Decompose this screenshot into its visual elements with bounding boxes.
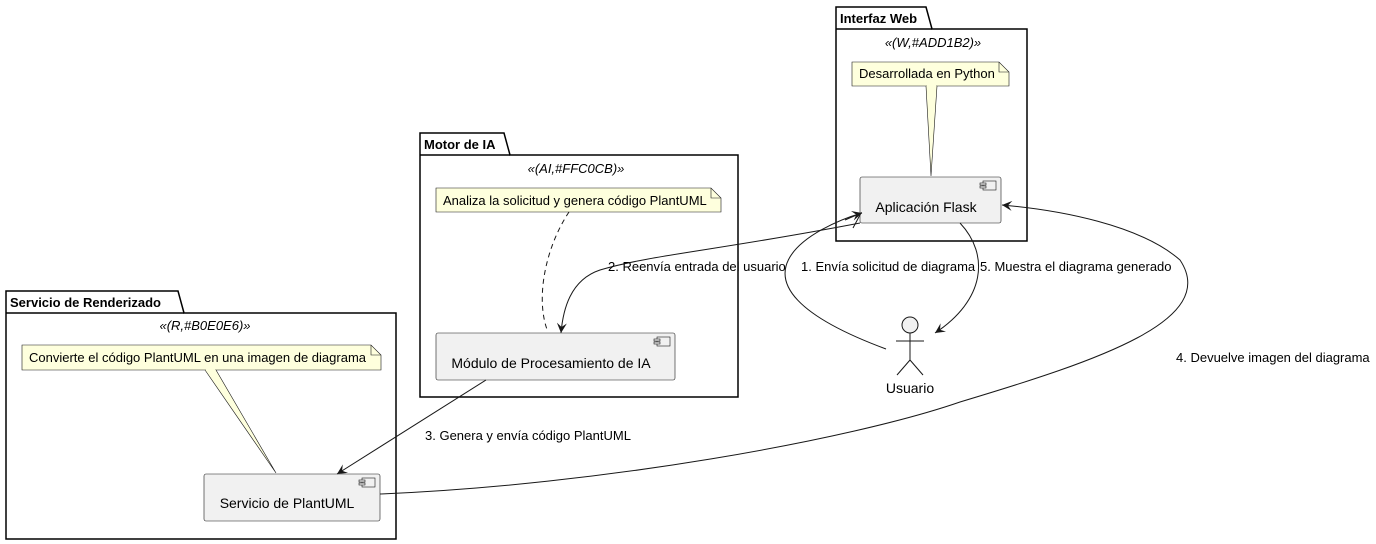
package-servicio-renderizado: Servicio de Renderizado «(R,#B0E0E6)» [5,290,397,540]
edge-3-label: 3. Genera y envía código PlantUML [425,428,631,443]
stereotype-web: «(W,#ADD1B2)» [885,35,981,50]
edge-1: 1. Envía solicitud de diagrama [784,210,976,350]
edge-5: 5. Muestra el diagrama generado [934,222,1172,334]
stereotype-render: «(R,#B0E0E6)» [159,318,250,333]
actor-usuario[interactable]: Usuario [886,316,934,396]
component-aplicacion-flask[interactable]: Aplicación Flask [859,176,1002,224]
package-interfaz-web: Interfaz Web «(W,#ADD1B2)» [835,6,1028,242]
actor-icon [896,316,924,376]
note-ai: Analiza la solicitud y genera código Pla… [435,187,722,333]
package-title-servicio-renderizado: Servicio de Renderizado [10,295,161,310]
edge-1-label: 1. Envía solicitud de diagrama [801,259,976,274]
component-plantuml-label: Servicio de PlantUML [220,495,355,511]
note-web-text: Desarrollada en Python [859,66,995,81]
edge-4: 4. Devuelve imagen del diagrama [379,200,1370,495]
edge-2: 2. Reenvía entrada del usuario [556,211,863,334]
stereotype-ai: «(AI,#FFC0CB)» [528,161,625,176]
note-ai-text: Analiza la solicitud y genera código Pla… [443,193,707,208]
note-web: Desarrollada en Python [851,61,1010,177]
component-icon [653,336,671,347]
edge-5-label: 5. Muestra el diagrama generado [980,259,1172,274]
package-title-interfaz-web: Interfaz Web [840,11,917,26]
component-modulo-ia[interactable]: Módulo de Procesamiento de IA [435,332,676,381]
component-icon [979,180,997,191]
note-render: Convierte el código PlantUML en una imag… [21,344,382,474]
note-render-text: Convierte el código PlantUML en una imag… [29,350,367,365]
package-motor-ia: Motor de IA «(AI,#FFC0CB)» [419,132,739,398]
edge-4-label: 4. Devuelve imagen del diagrama [1176,350,1370,365]
edge-2-label: 2. Reenvía entrada del usuario [608,259,786,274]
component-ia-label: Módulo de Procesamiento de IA [451,355,651,371]
component-icon [358,477,376,488]
component-flask-label: Aplicación Flask [875,199,977,215]
actor-label: Usuario [886,380,934,396]
package-title-motor-ia: Motor de IA [424,137,496,152]
edge-3: 3. Genera y envía código PlantUML [336,379,631,475]
component-servicio-plantuml[interactable]: Servicio de PlantUML [203,473,381,522]
